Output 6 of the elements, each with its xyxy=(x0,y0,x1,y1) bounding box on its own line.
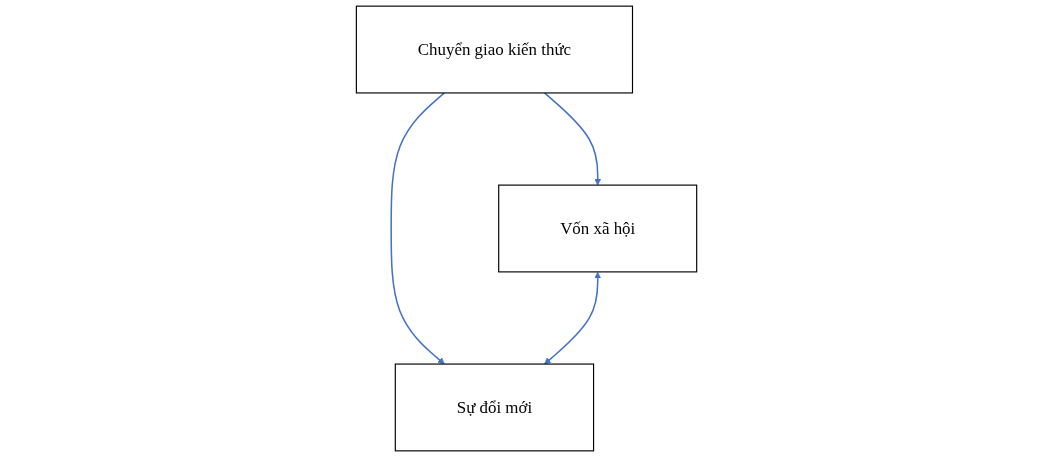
arrow xyxy=(390,92,446,365)
arrow xyxy=(543,92,602,186)
arrow xyxy=(544,271,602,365)
node-box: Chuyển giao kiến thức xyxy=(355,5,634,94)
node-box: Sự đổi mới xyxy=(394,363,595,452)
node-box: Vốn xã hội xyxy=(498,184,698,273)
